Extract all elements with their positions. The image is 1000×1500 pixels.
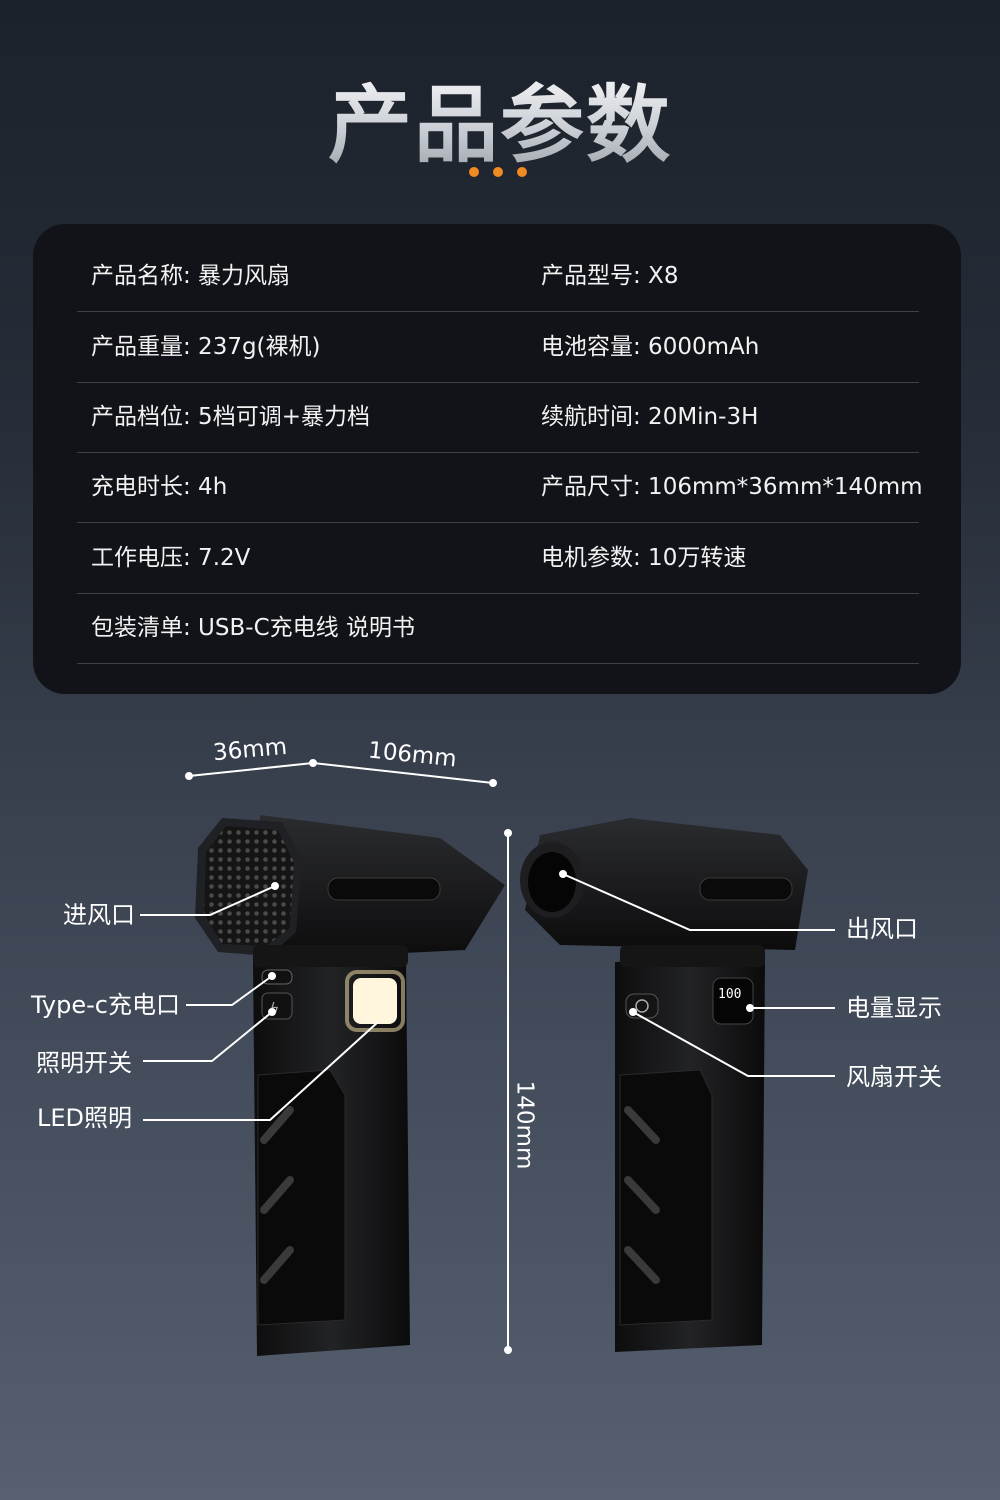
label-battery-display: 电量显示 [846, 994, 942, 1022]
title-dots [469, 167, 527, 177]
dot [469, 167, 479, 177]
spec-size: 产品尺寸: 106mm*36mm*140mm [541, 474, 923, 500]
right-device [520, 818, 808, 1352]
left-device: ϟ [195, 815, 505, 1356]
spec-runtime: 续航时间: 20Min-3H [541, 404, 759, 430]
spec-row: 产品档位: 5档可调+暴力档 续航时间: 20Min-3H [77, 382, 919, 453]
spec-row: 工作电压: 7.2V 电机参数: 10万转速 [77, 523, 919, 594]
spec-card: 产品名称: 暴力风扇 产品型号: X8 产品重量: 237g(裸机) 电池容量:… [33, 224, 961, 694]
dimension-lines [185, 759, 512, 1354]
spec-model: 产品型号: X8 [541, 263, 679, 289]
page-title: 产品参数 [0, 58, 1000, 179]
spec-charge-time: 充电时长: 4h [91, 474, 228, 500]
spec-weight: 产品重量: 237g(裸机) [91, 334, 321, 360]
label-type-c: Type-c充电口 [31, 991, 180, 1019]
spec-row: 产品名称: 暴力风扇 产品型号: X8 [77, 241, 919, 312]
spec-product-name: 产品名称: 暴力风扇 [91, 263, 291, 289]
label-fan-switch: 风扇开关 [846, 1063, 942, 1091]
spec-row: 充电时长: 4h 产品尺寸: 106mm*36mm*140mm [77, 452, 923, 523]
dot [517, 167, 527, 177]
label-led: LED照明 [37, 1104, 133, 1132]
callout-lines [140, 870, 835, 1121]
spec-row: 产品重量: 237g(裸机) 电池容量: 6000mAh [77, 312, 919, 383]
spec-package: 包装清单: USB-C充电线 说明书 [91, 615, 415, 641]
dimension-height: 140mm [511, 1080, 538, 1170]
battery-display-reading: 100 [718, 987, 742, 1002]
spec-gears: 产品档位: 5档可调+暴力档 [91, 404, 370, 430]
label-air-inlet: 进风口 [63, 901, 135, 929]
dot [493, 167, 503, 177]
label-light-switch: 照明开关 [36, 1049, 132, 1077]
spec-motor: 电机参数: 10万转速 [541, 545, 747, 571]
spec-row: 包装清单: USB-C充电线 说明书 [77, 593, 919, 664]
spec-battery: 电池容量: 6000mAh [541, 334, 760, 360]
label-air-outlet: 出风口 [846, 915, 918, 943]
spec-voltage: 工作电压: 7.2V [91, 545, 251, 571]
